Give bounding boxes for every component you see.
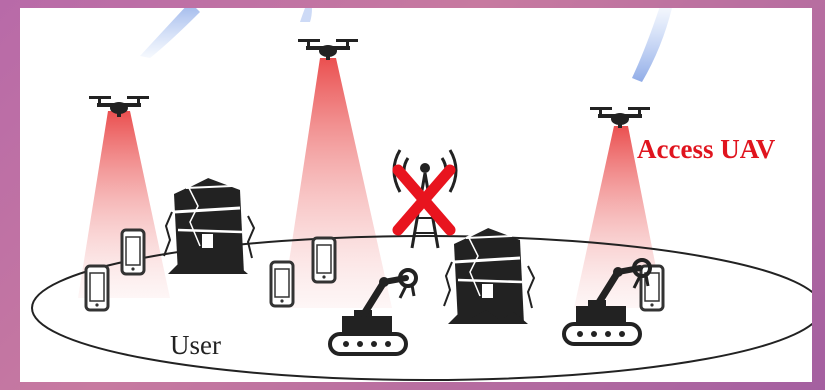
collapsed-building-icon <box>164 176 254 274</box>
uav-icon <box>89 96 149 117</box>
diagram-canvas: Access UAV User <box>20 8 812 382</box>
collapsed-building-icon <box>444 226 534 324</box>
user-label: User <box>170 330 221 360</box>
phone-icon <box>313 238 335 282</box>
uav-icon <box>298 39 358 60</box>
access-uav-label: Access UAV <box>637 134 776 164</box>
phone-icon <box>122 230 144 274</box>
user-area-ellipse <box>32 236 812 380</box>
coverage-beams <box>78 58 664 308</box>
phone-icon <box>271 262 293 306</box>
uav-icon <box>590 107 650 128</box>
network-diagram: Access UAV User <box>20 8 812 382</box>
damaged-base-station-icon <box>394 150 456 248</box>
backhaul-beams <box>140 8 672 82</box>
phone-icon <box>86 266 108 310</box>
phone-icon <box>641 266 663 310</box>
